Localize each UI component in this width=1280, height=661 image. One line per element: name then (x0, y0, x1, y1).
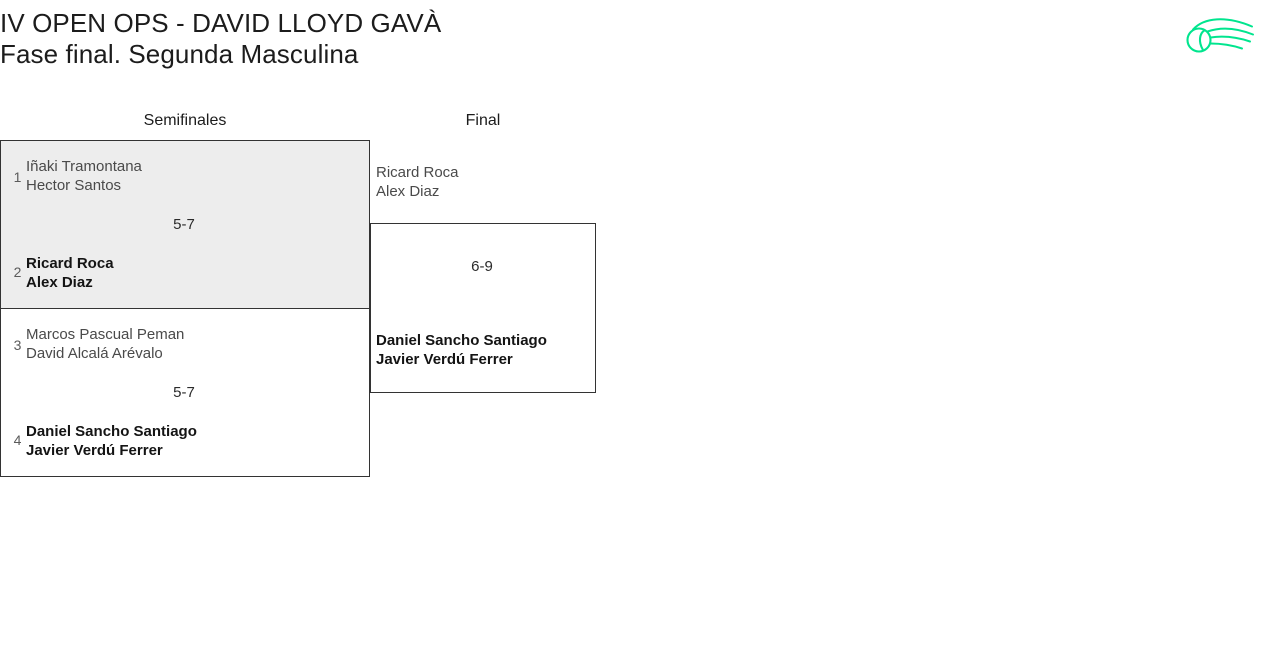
round-header-final: Final (465, 112, 501, 129)
team-names: Daniel Sancho Santiago Javier Verdú Ferr… (376, 331, 591, 369)
tennis-ball-swoosh-icon (1182, 14, 1258, 62)
final-slot-top[interactable]: Ricard Roca Alex Diaz (376, 163, 591, 201)
player-name: Hector Santos (26, 177, 122, 194)
player-name: Ricard Roca (376, 164, 459, 181)
team-names: Daniel Sancho Santiago Javier Verdú Ferr… (26, 422, 197, 460)
tournament-subtitle: Fase final. Segunda Masculina (0, 39, 359, 69)
title-block: IV OPEN OPS - DAVID LLOYD GAVÀ Fase fina… (0, 8, 800, 70)
player-name: Alex Diaz (26, 274, 93, 291)
final-slot-bottom[interactable]: Daniel Sancho Santiago Javier Verdú Ferr… (376, 331, 591, 369)
player-name: Javier Verdú Ferrer (376, 351, 513, 368)
match-semifinal-2[interactable]: 3 Marcos Pascual Peman David Alcalá Arév… (0, 308, 370, 477)
player-name: Ricard Roca (26, 255, 114, 272)
team-names: Iñaki Tramontana Hector Santos (26, 157, 142, 195)
seed-number: 4 (13, 432, 22, 448)
team-names: Ricard Roca Alex Diaz (26, 254, 114, 292)
player-name: Alex Diaz (376, 183, 440, 200)
player-name: Javier Verdú Ferrer (26, 442, 163, 459)
player-name: Daniel Sancho Santiago (376, 332, 547, 349)
match-score-final: 6-9 (471, 258, 493, 275)
match-slot-top[interactable]: 3 Marcos Pascual Peman David Alcalá Arév… (1, 317, 369, 365)
page-header: IV OPEN OPS - DAVID LLOYD GAVÀ Fase fina… (0, 0, 1280, 95)
player-name: David Alcalá Arévalo (26, 345, 163, 362)
match-score-semifinal-1: 5-7 (173, 216, 195, 233)
seed-number: 3 (13, 337, 22, 353)
player-name: Daniel Sancho Santiago (26, 423, 197, 440)
match-semifinal-1[interactable]: 1 Iñaki Tramontana Hector Santos 2 Ricar… (0, 140, 370, 309)
tournament-title: IV OPEN OPS - DAVID LLOYD GAVÀ (0, 8, 442, 38)
match-score-semifinal-2: 5-7 (173, 384, 195, 401)
team-names: Ricard Roca Alex Diaz (376, 163, 591, 201)
seed-number: 2 (13, 264, 22, 280)
seed-number: 1 (13, 169, 22, 185)
match-slot-bottom[interactable]: 4 Daniel Sancho Santiago Javier Verdú Fe… (1, 420, 369, 468)
match-slot-bottom[interactable]: 2 Ricard Roca Alex Diaz (1, 252, 369, 300)
player-name: Marcos Pascual Peman (26, 326, 185, 343)
match-final[interactable] (370, 223, 596, 393)
player-name: Iñaki Tramontana (26, 158, 142, 175)
match-slot-top[interactable]: 1 Iñaki Tramontana Hector Santos (1, 149, 369, 197)
round-header-semifinales: Semifinales (143, 112, 227, 129)
team-names: Marcos Pascual Peman David Alcalá Aréval… (26, 325, 184, 363)
